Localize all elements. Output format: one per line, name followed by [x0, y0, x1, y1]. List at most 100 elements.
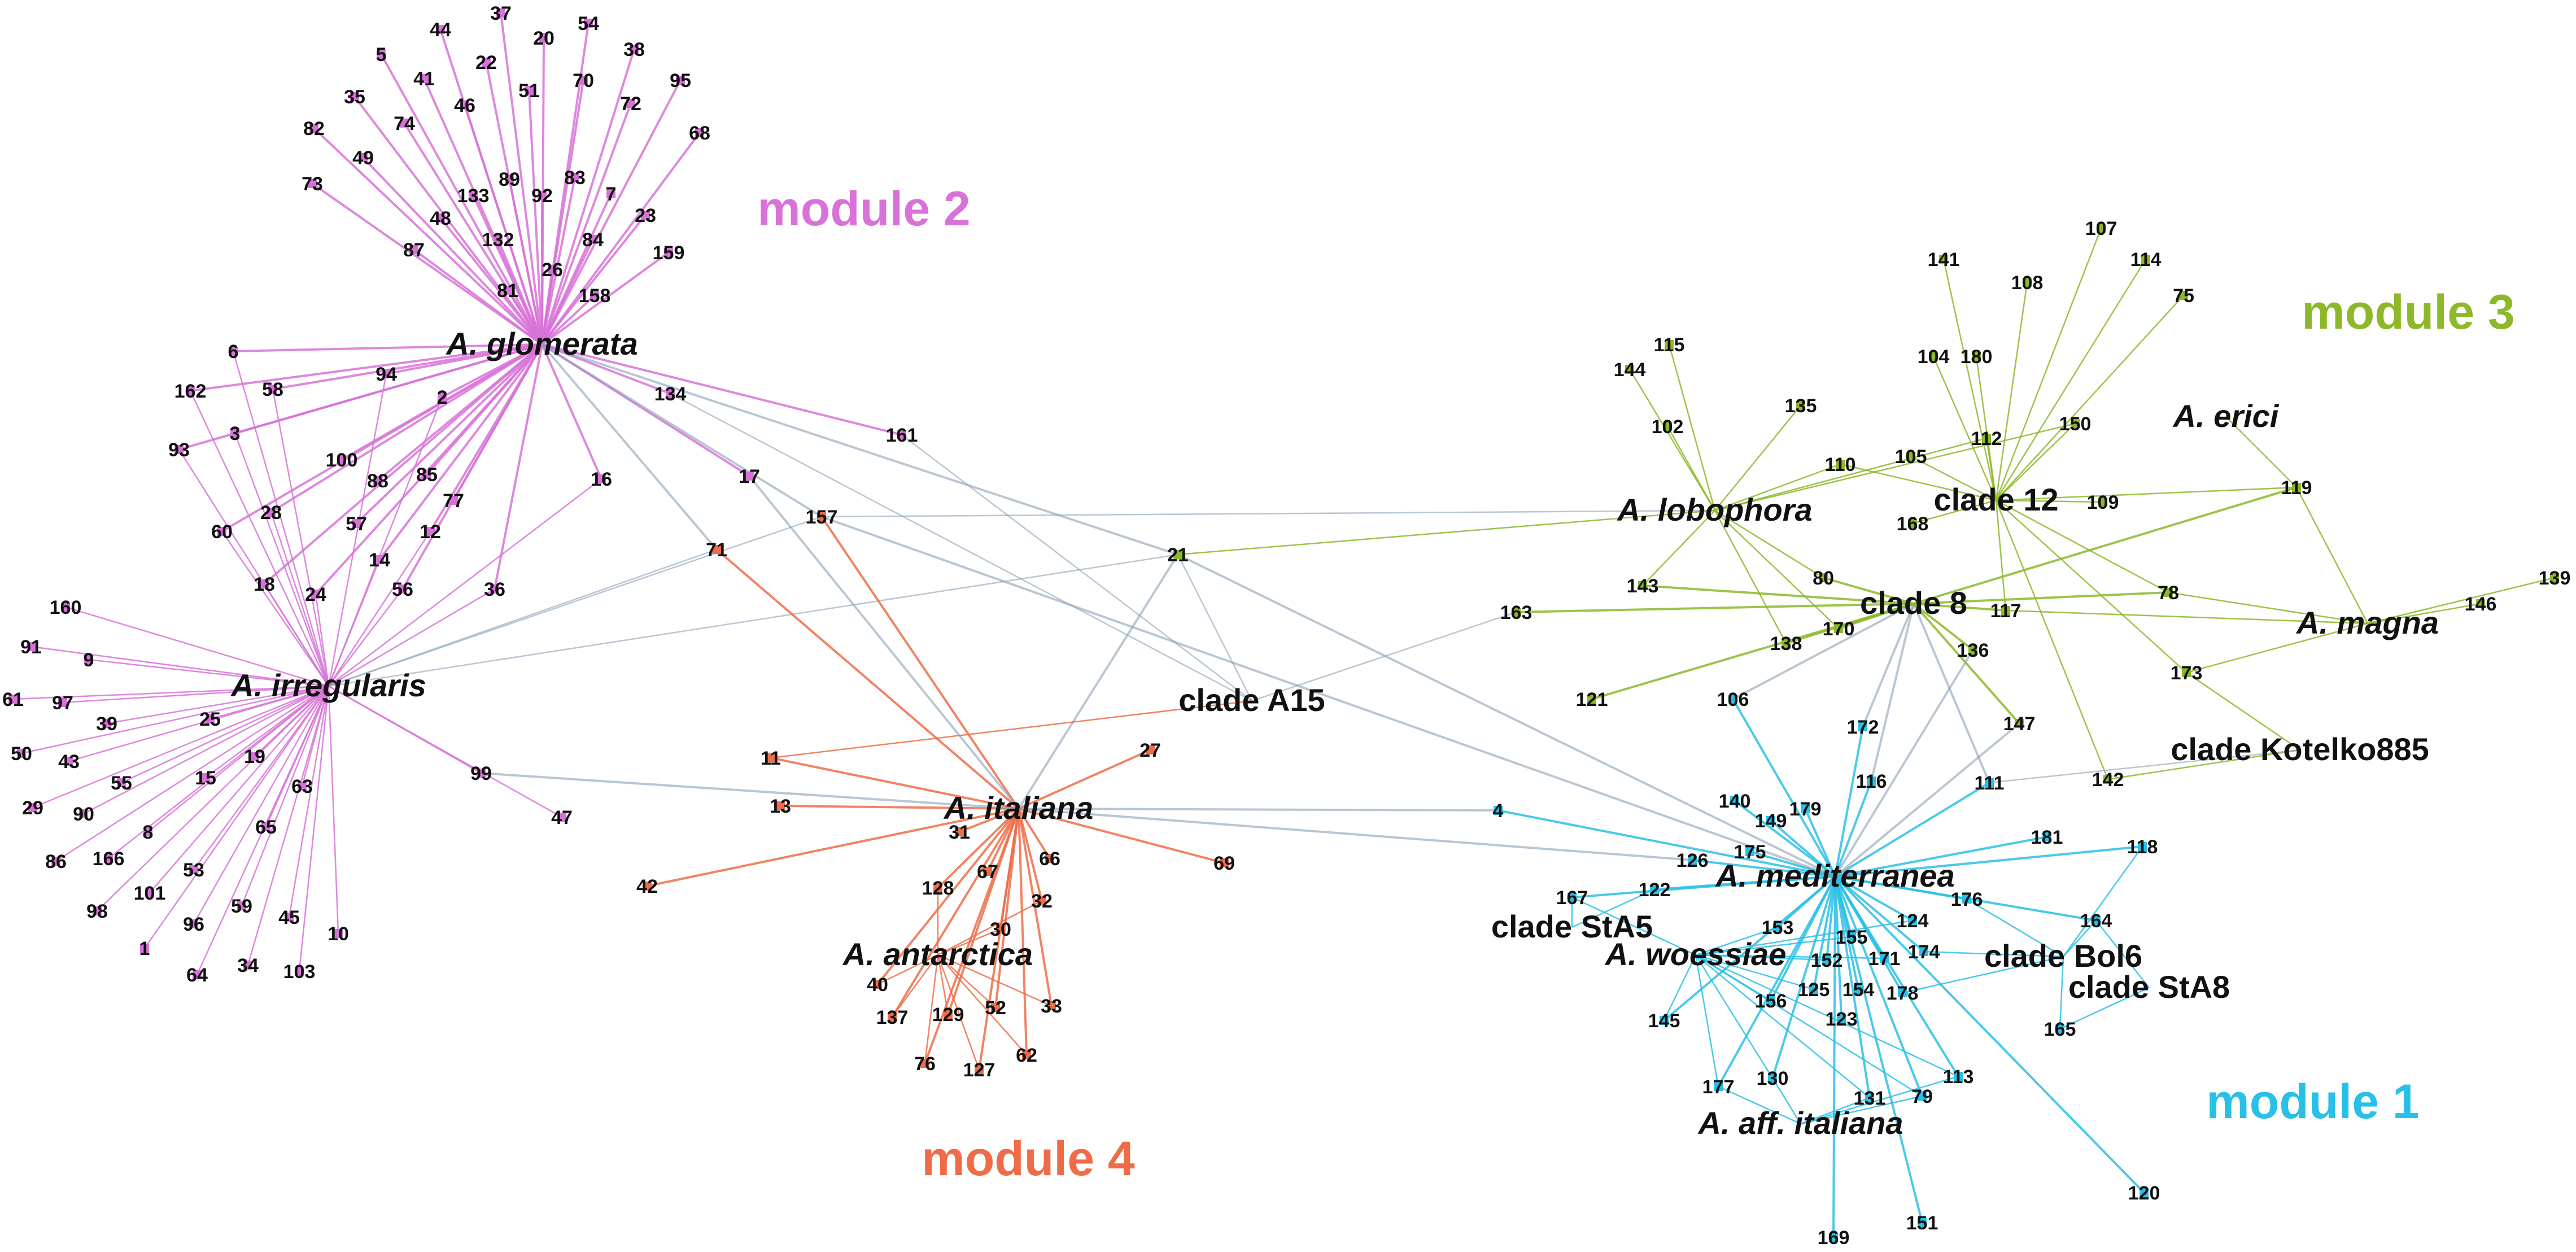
- edge-woessiae-153: [1695, 926, 1778, 956]
- node-label-112: 112: [1971, 428, 2002, 450]
- node-marker-115: [1665, 340, 1674, 349]
- node-label-43: 43: [58, 751, 80, 773]
- node-marker-160: [61, 603, 70, 612]
- node-marker-111: [1985, 778, 1994, 787]
- edge-clade8-172: [1862, 603, 1915, 727]
- edge-clade8-78: [1913, 591, 2169, 605]
- edge-lobophora-110: [1714, 463, 1841, 512]
- node-label-21: 21: [1167, 544, 1189, 566]
- node-marker-165: [2055, 1024, 2064, 1033]
- node-marker-149: [1766, 816, 1775, 825]
- node-marker-89: [505, 175, 514, 184]
- node-marker-180: [1972, 352, 1981, 361]
- edge-mediterranea-21: [1177, 553, 1836, 878]
- node-marker-14: [375, 555, 384, 564]
- node-label-178: 178: [1887, 983, 1919, 1004]
- edge-clade8-80: [1823, 577, 1914, 605]
- edge-Bol6-178: [1902, 956, 2064, 994]
- edge-glomerata-72: [541, 103, 632, 345]
- node-marker-116: [1867, 776, 1876, 786]
- node-label-152: 152: [1811, 950, 1843, 971]
- node-marker-134: [666, 389, 675, 398]
- edge-antarctica-32: [937, 900, 1042, 956]
- node-marker-52: [991, 1003, 1000, 1012]
- edge-woessiae-145: [1663, 954, 1697, 1021]
- edge-italiana-126: [1018, 808, 1693, 861]
- edge-mediterranea-118: [1835, 845, 2143, 878]
- edge-lobophora-112: [1714, 437, 1987, 512]
- edge-Bol6-118: [2062, 846, 2143, 957]
- node-label-77: 77: [443, 490, 464, 512]
- node-label-172: 172: [1847, 717, 1879, 738]
- hub-label-antarctica: A. antarctica: [842, 936, 1033, 972]
- node-label-132: 132: [482, 229, 514, 251]
- edge-layer: [12, 12, 2555, 1238]
- node-marker-51: [525, 86, 534, 95]
- node-label-138: 138: [1770, 633, 1802, 655]
- node-marker-171: [1880, 954, 1889, 963]
- node-marker-172: [1858, 722, 1867, 731]
- edge-clade8-111: [1913, 603, 1990, 783]
- edge-irregularis-29: [32, 685, 329, 809]
- node-marker-155: [1847, 932, 1856, 941]
- node-marker-62: [1022, 1050, 1031, 1059]
- node-label-31: 31: [949, 822, 970, 843]
- edge-Bol6-176: [1966, 898, 2064, 958]
- node-marker-28: [267, 508, 276, 517]
- node-marker-41: [420, 74, 429, 83]
- edge-irregularis-61: [12, 685, 329, 700]
- node-label-51: 51: [518, 80, 540, 102]
- edge-irregularis-162: [189, 390, 330, 687]
- edge-irregularis-21: [328, 553, 1178, 687]
- node-marker-66: [1045, 854, 1054, 863]
- node-marker-138: [1782, 639, 1791, 648]
- edge-affitaliana-113: [1800, 1075, 1959, 1125]
- edge-glomerata-81: [507, 289, 543, 346]
- edge-clade8-147: [1913, 603, 2020, 725]
- hub-label-clade12: clade 12: [1933, 482, 2058, 517]
- node-label-74: 74: [394, 113, 415, 134]
- node-label-6: 6: [228, 341, 239, 363]
- node-marker-78: [2164, 588, 2173, 597]
- edge-clade12-168: [1912, 499, 1997, 525]
- node-label-99: 99: [470, 763, 492, 784]
- edge-irregularis-98: [97, 686, 329, 911]
- node-marker-53: [189, 865, 198, 874]
- node-marker-34: [243, 961, 252, 970]
- edge-lobophora-157: [821, 509, 1715, 518]
- hub-label-woessiae: A. woessiae: [1604, 936, 1787, 972]
- node-label-114: 114: [2130, 249, 2162, 271]
- node-label-101: 101: [134, 883, 166, 904]
- edge-erici-119: [2225, 416, 2297, 488]
- node-label-54: 54: [578, 13, 599, 34]
- node-marker-54: [584, 19, 593, 28]
- node-marker-106: [1728, 695, 1737, 704]
- node-label-153: 153: [1762, 917, 1794, 939]
- node-label-110: 110: [1825, 454, 1856, 476]
- node-marker-131: [1865, 1093, 1874, 1102]
- node-marker-129: [944, 1010, 953, 1019]
- node-label-47: 47: [551, 807, 573, 828]
- node-label-39: 39: [96, 713, 117, 735]
- edge-glomerata-35: [353, 95, 543, 346]
- edge-glomerata-83: [541, 177, 576, 345]
- edge-irregularis-53: [193, 686, 330, 870]
- node-marker-137: [888, 1013, 897, 1022]
- edge-italiana-32: [1018, 808, 1043, 901]
- node-label-60: 60: [211, 521, 233, 543]
- edge-clade8-119: [1913, 486, 2297, 605]
- edge-irregularis-101: [149, 686, 329, 893]
- node-marker-56: [398, 584, 407, 594]
- node-marker-9: [84, 655, 93, 664]
- node-marker-72: [626, 99, 635, 108]
- hub-label-italiana: A. italiana: [943, 790, 1094, 826]
- node-label-89: 89: [499, 169, 520, 190]
- node-label-45: 45: [278, 907, 300, 928]
- node-marker-1: [140, 944, 149, 953]
- edge-clade12-150: [1996, 423, 2076, 501]
- edge-mediterranea-136: [1834, 649, 1974, 878]
- edge-mediterranea-177: [1717, 876, 1836, 1087]
- node-marker-98: [93, 906, 102, 915]
- node-label-38: 38: [623, 39, 645, 60]
- edge-cladeA15-11: [770, 700, 1252, 759]
